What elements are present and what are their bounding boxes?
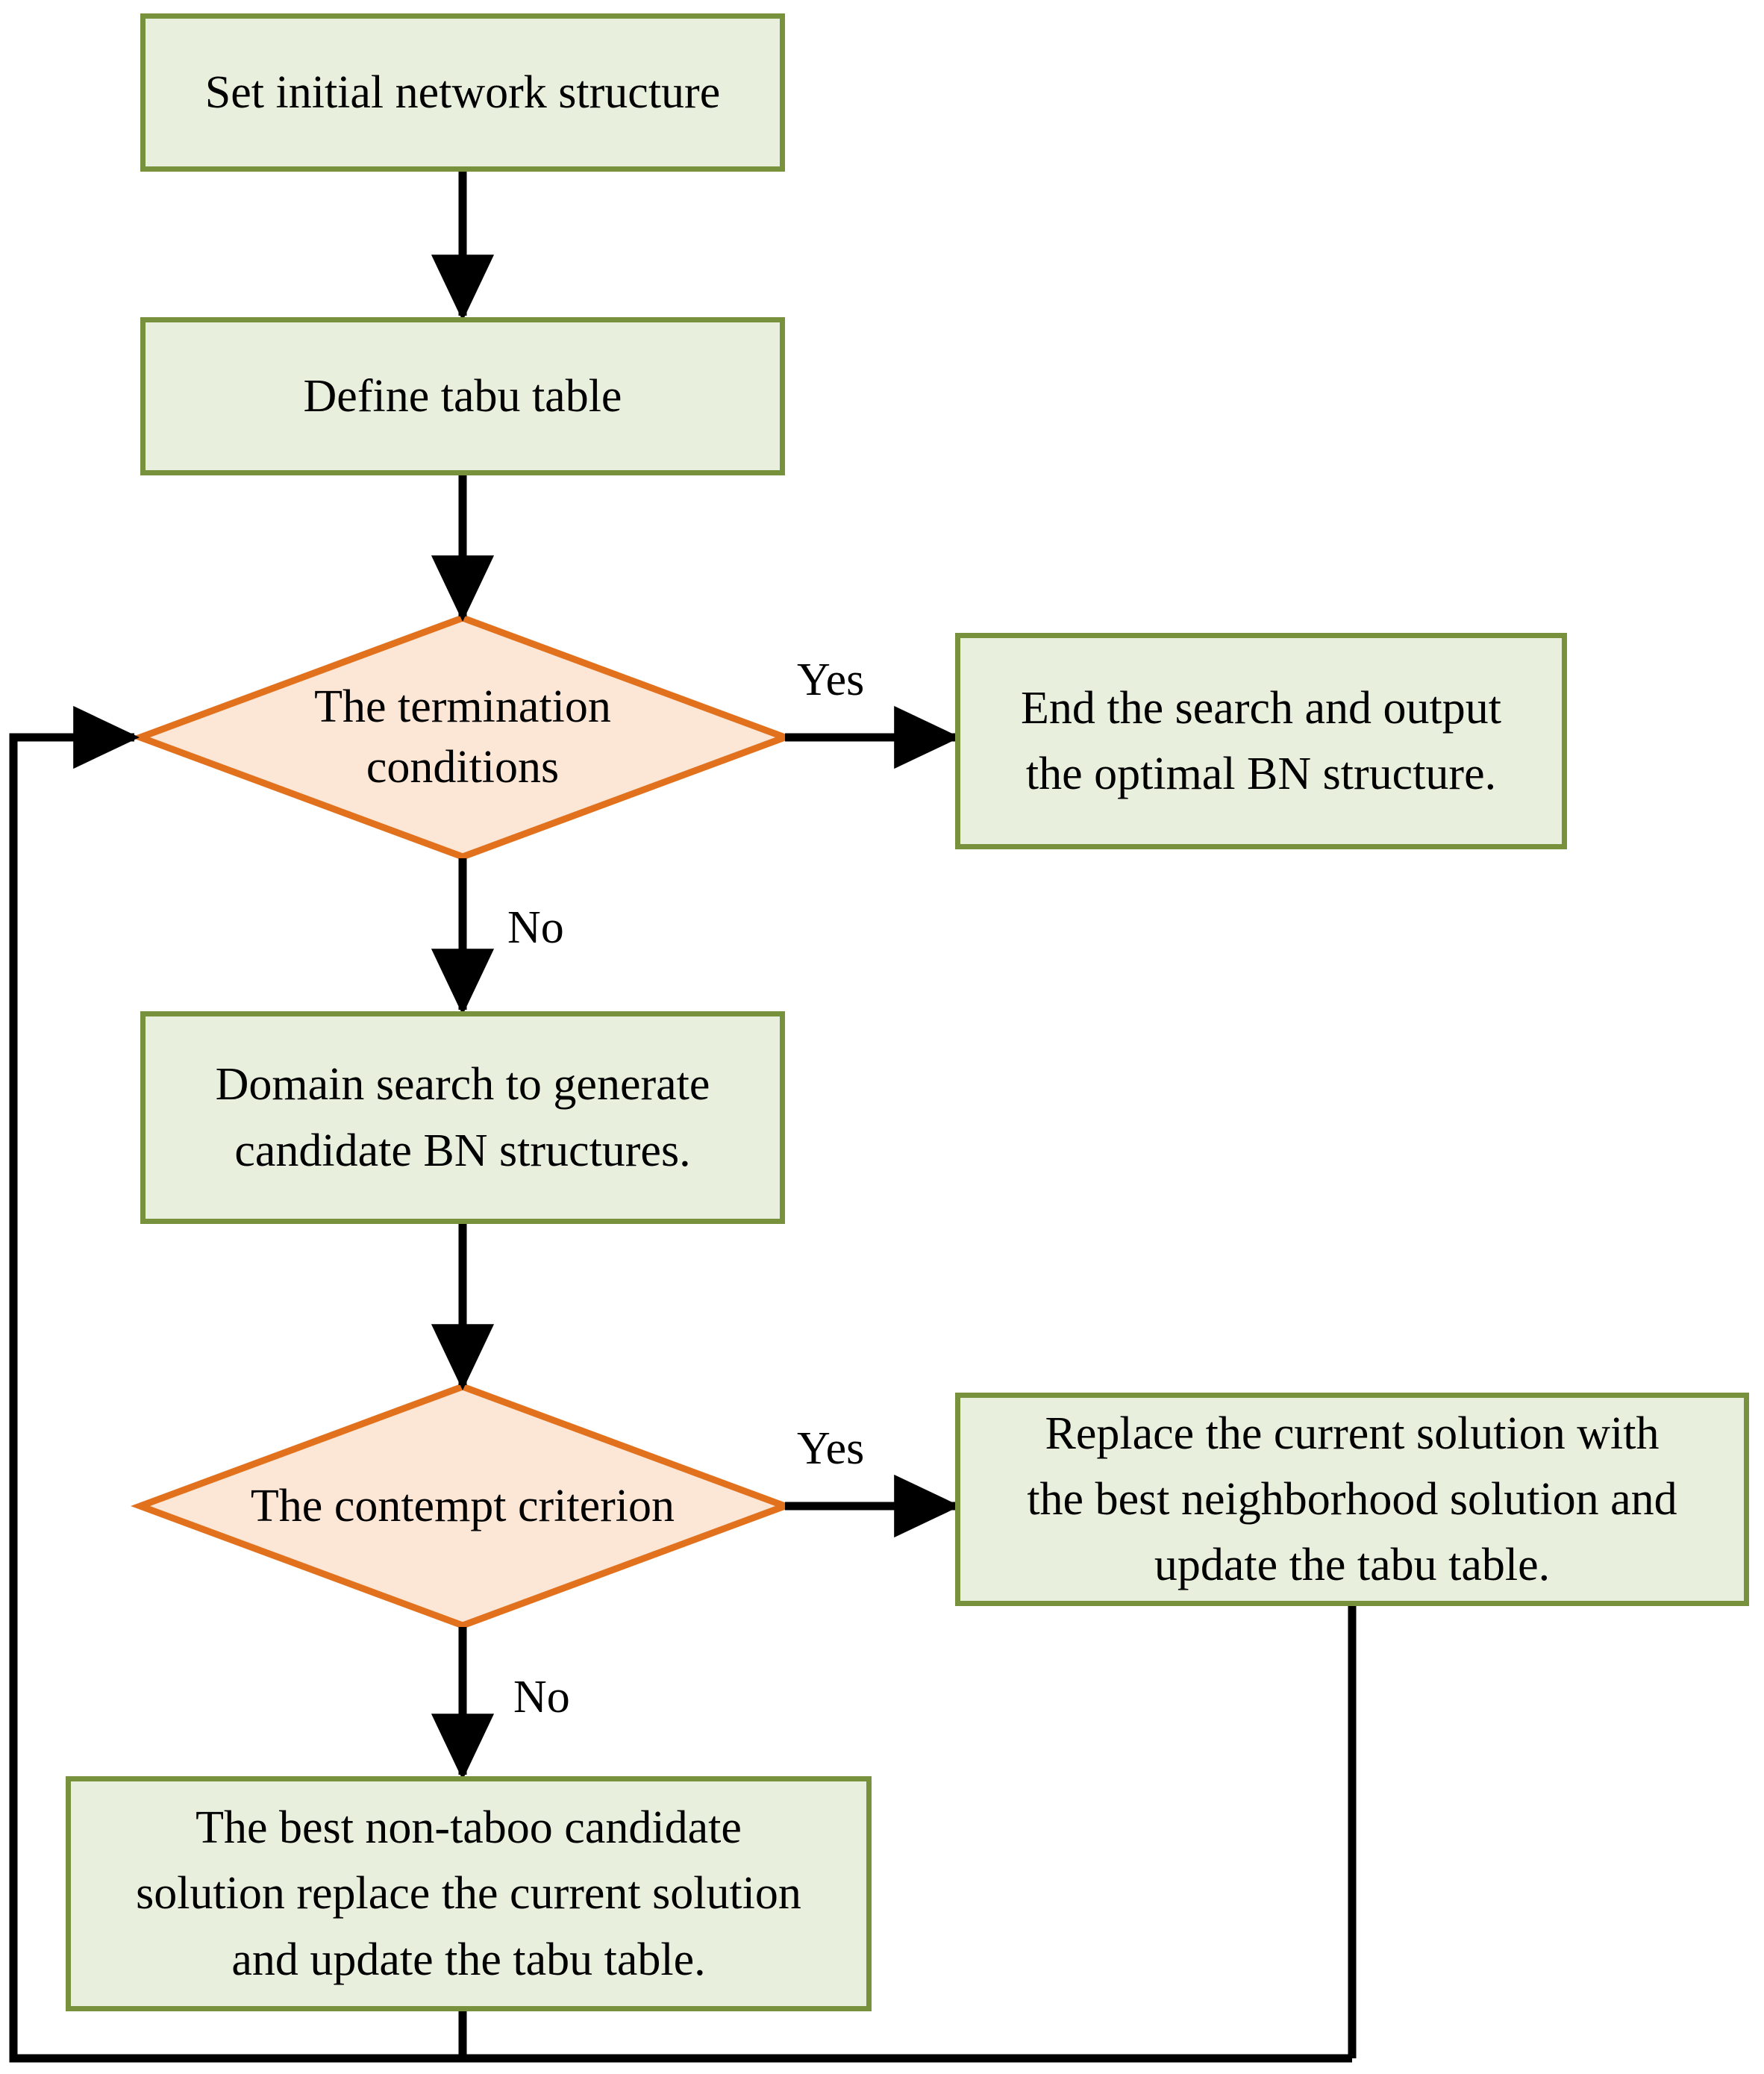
edge-label-termination-yes: Yes: [797, 655, 865, 705]
node-label-line-2: conditions: [366, 742, 560, 793]
node-label-line-1: End the search and output: [1021, 682, 1501, 734]
termination-diamond-shape: [131, 614, 795, 860]
node-domain-search-candidate-bn[interactable]: Domain search to generate candidate BN s…: [140, 1011, 785, 1224]
edge-label-contempt-yes: Yes: [797, 1423, 865, 1474]
node-label: End the search and output the optimal BN…: [960, 675, 1562, 807]
node-label-line-1: Replace the current solution with: [1045, 1408, 1660, 1459]
node-label: Set initial network structure: [204, 66, 721, 118]
node-label: Replace the current solution with the be…: [960, 1401, 1744, 1598]
node-label-line-2: the optimal BN structure.: [1025, 749, 1497, 799]
node-define-tabu-table[interactable]: Define tabu table: [140, 317, 785, 475]
node-best-non-taboo-candidate-solution[interactable]: The best non-taboo candidate solution re…: [66, 1776, 872, 2011]
node-label: Define tabu table: [303, 370, 622, 422]
node-replace-current-solution[interactable]: Replace the current solution with the be…: [955, 1393, 1749, 1606]
node-label: Domain search to generate candidate BN s…: [146, 1052, 780, 1183]
node-label-line-2: candidate BN structures.: [234, 1125, 691, 1176]
node-label-line-3: update the tabu table.: [1154, 1540, 1551, 1591]
node-the-contempt-criterion[interactable]: The contempt criterion: [140, 1387, 785, 1625]
node-the-termination-conditions[interactable]: The termination conditions: [140, 618, 785, 857]
edge-label-contempt-no: No: [513, 1672, 570, 1722]
node-end-search-output-optimal-bn[interactable]: End the search and output the optimal BN…: [955, 633, 1567, 849]
node-set-initial-network-structure[interactable]: Set initial network structure: [140, 13, 785, 172]
node-label-line-1: The termination: [314, 681, 611, 733]
node-label: The best non-taboo candidate solution re…: [71, 1795, 866, 1992]
edge-label-termination-no: No: [507, 902, 564, 953]
node-label-line-2: the best neighborhood solution and: [1027, 1473, 1677, 1525]
node-label-line-2: solution replace the current solution: [136, 1868, 801, 1920]
contempt-diamond-shape: [131, 1383, 795, 1629]
node-label-line-1: The best non-taboo candidate: [196, 1802, 742, 1854]
node-label: The termination conditions: [224, 677, 701, 797]
node-label-line-3: and update the tabu table.: [231, 1934, 706, 1985]
node-label: The contempt criterion: [250, 1480, 675, 1531]
node-label-line-1: Domain search to generate: [215, 1059, 710, 1111]
edge-loop-back-to-termination: [9, 705, 1352, 2063]
